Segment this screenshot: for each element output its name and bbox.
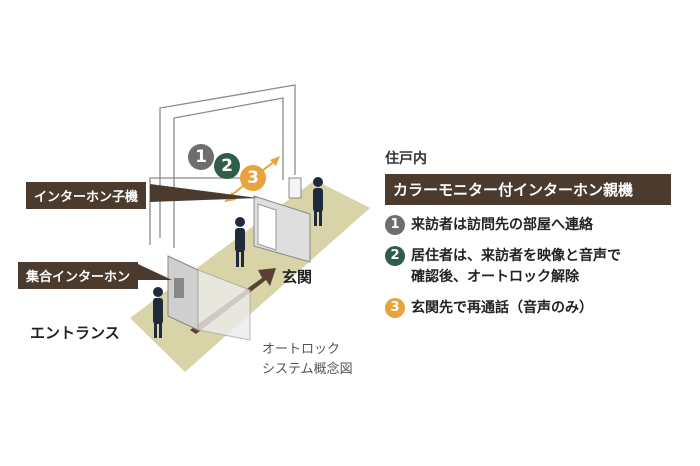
location-title: 住戸内 <box>385 151 427 167</box>
step-1-number: 1 <box>385 215 405 235</box>
step-2-number: 2 <box>385 246 405 266</box>
marker-3: 3 <box>240 165 266 191</box>
intercom-handset-label: インターホン子機 <box>26 182 147 209</box>
visitor-figure <box>153 287 163 338</box>
handset-pointer <box>150 184 258 202</box>
marker-2: 2 <box>214 153 240 179</box>
entrance-wall <box>167 255 251 341</box>
entrance-label: エントランス <box>30 324 120 342</box>
step-1: 1 来訪者は訪問先の部屋へ連絡 <box>385 215 685 236</box>
diagram-caption: オートロック システム概念図 <box>262 340 353 380</box>
step-2-text-line-2: 確認後、オートロック解除 <box>411 269 579 285</box>
marker-1: 1 <box>188 144 214 170</box>
genkan-label: 玄関 <box>282 268 313 286</box>
step-3: 3 玄関先で再通話（音声のみ） <box>385 298 685 319</box>
step-2-text-line-1: 居住者は、来訪者を映像と音声で <box>411 248 621 264</box>
shared-pointer <box>138 264 172 280</box>
device-title: カラーモニター付インターホン親機 <box>385 174 671 205</box>
resident-figure <box>313 177 323 226</box>
legend-panel: 住戸内 カラーモニター付インターホン親機 1 来訪者は訪問先の部屋へ連絡 2 居… <box>385 148 685 319</box>
step-2: 2 居住者は、来訪者を映像と音声で 確認後、オートロック解除 <box>385 246 685 288</box>
caption-line-2: システム概念図 <box>262 362 353 377</box>
visitor-at-door-figure <box>235 217 245 267</box>
signal-lines <box>149 84 296 248</box>
shared-intercom-label: 集合インターホン <box>18 262 139 289</box>
caption-line-1: オートロック <box>262 342 341 357</box>
step-3-text: 玄関先で再通話（音声のみ） <box>411 300 593 316</box>
residence-door <box>253 177 311 263</box>
step-3-number: 3 <box>385 298 405 318</box>
step-1-text: 来訪者は訪問先の部屋へ連絡 <box>411 217 593 233</box>
